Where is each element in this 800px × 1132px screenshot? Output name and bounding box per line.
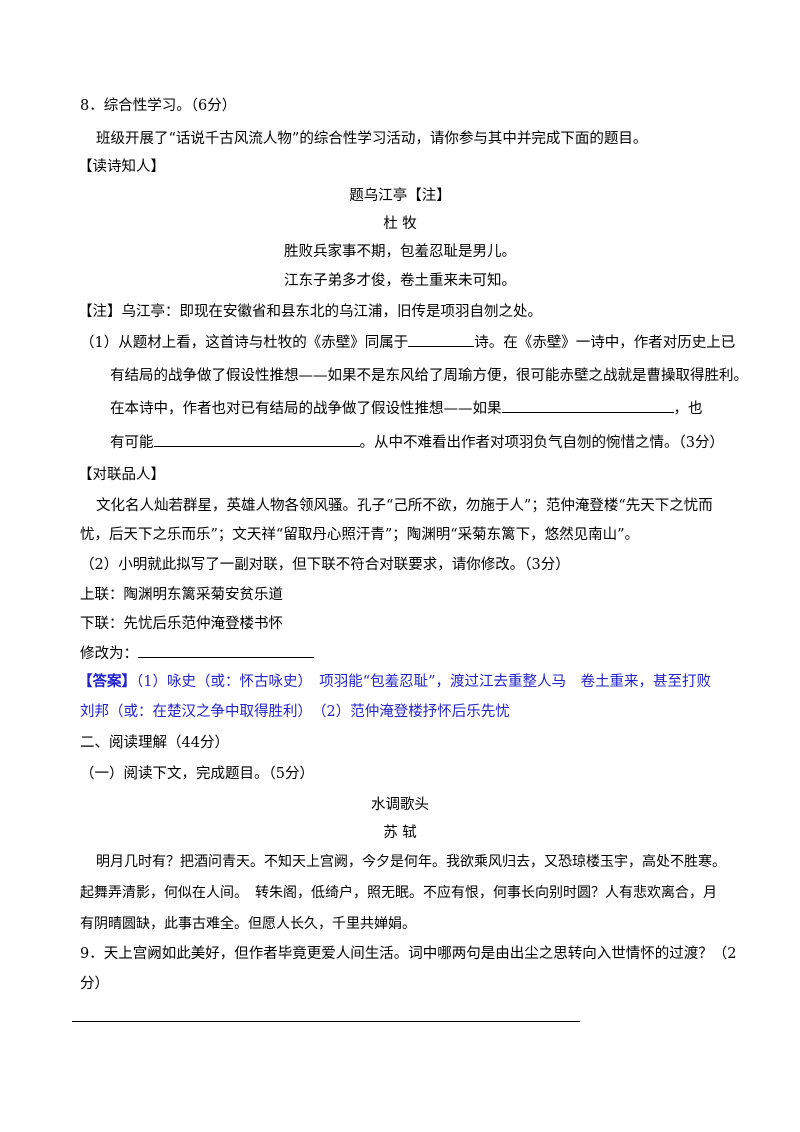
question-2: （2）小明就此拟写了一副对联，但下联不符合对联要求，请你修改。（3分） bbox=[80, 557, 570, 573]
modify-blank[interactable] bbox=[138, 643, 314, 658]
question-1-line-4: 有可能 。从中不难看出作者对项羽负气自刎的惋惜之情。（3分） bbox=[110, 432, 724, 453]
q8-title: 8．综合性学习。（6分） bbox=[80, 98, 237, 114]
part2-title: 二、阅读理解（44分） bbox=[80, 735, 229, 751]
question-9-line-1: 9．天上宫阙如此美好，但作者毕竟更爱人间生活。词中哪两句是由出尘之思转向入世情怀… bbox=[80, 946, 737, 962]
poem-title: 题乌江亭【注】 bbox=[349, 188, 451, 204]
poem-line-1: 胜败兵家事不期，包羞忍耻是男儿。 bbox=[284, 244, 516, 260]
poem-line-2: 江东子弟多才俊，卷土重来未可知。 bbox=[284, 273, 516, 289]
question-9-line-2: 分） bbox=[80, 976, 109, 992]
question-1-line-2: 有结局的战争做了假设性推想——如果不是东风给了周瑜方便，很可能赤壁之战就是曹操取… bbox=[110, 368, 748, 384]
ci-line-3: 有阴晴圆缺，此事古难全。但愿人长久，千里共婵娟。 bbox=[80, 916, 416, 932]
couplet-intro-line-1: 文化名人灿若群星，英雄人物各领风骚。孔子“己所不欲，勿施于人”；范仲淹登楼“先天… bbox=[96, 498, 713, 514]
answer-blank-2[interactable] bbox=[501, 398, 674, 413]
answer-blank-1[interactable] bbox=[408, 332, 475, 347]
poem-author: 杜 牧 bbox=[383, 216, 417, 232]
part2-sub1: （一）阅读下文，完成题目。（5分） bbox=[80, 766, 314, 782]
modify-label: 修改为： bbox=[80, 646, 138, 662]
q1-text-e: ，也 bbox=[673, 401, 703, 417]
answer-line-1: 【答案】（1）咏史（或：怀古咏史） 项羽能“包羞忍耻”，渡过江去重整人马 卷土重… bbox=[78, 672, 711, 692]
ci-author: 苏 轼 bbox=[383, 825, 417, 841]
couplet-intro-line-2: 忧，后天下之乐而乐”；文天祥“留取丹心照汗青”；陶渊明“采菊东篱下，悠然见南山”… bbox=[80, 527, 640, 543]
answer-label: 【答案】 bbox=[78, 673, 136, 690]
poem-note: 【注】乌江亭：即现在安徽省和县东北的乌江浦，旧传是项羽自刎之处。 bbox=[78, 304, 542, 320]
section-couplet: 【对联品人】 bbox=[78, 467, 165, 483]
upper-couplet: 上联：陶渊明东篱采菊安贫乐道 bbox=[80, 587, 283, 603]
question-1-line-1: （1）从题材上看，这首诗与杜牧的《赤壁》同属于 诗。在《赤壁》一诗中，作者对历史上… bbox=[80, 332, 735, 353]
answer-line-q9[interactable] bbox=[72, 1021, 580, 1022]
answer-text-1: （1）咏史（或：怀古咏史） 项羽能“包羞忍耻”，渡过江去重整人马 卷土重来，甚至… bbox=[136, 674, 712, 690]
q1-text-a: （1）从题材上看，这首诗与杜牧的《赤壁》同属于 bbox=[80, 335, 409, 351]
q1-text-g: 。从中不难看出作者对项羽负气自刎的惋惜之情。（3分） bbox=[359, 435, 724, 451]
modify-line: 修改为： bbox=[80, 643, 314, 664]
question-1-line-3: 在本诗中，作者也对已有结局的战争做了假设性推想——如果 ，也 bbox=[110, 398, 703, 419]
answer-blank-3[interactable] bbox=[153, 432, 360, 447]
ci-title: 水调歌头 bbox=[371, 797, 429, 813]
q1-text-d: 在本诗中，作者也对已有结局的战争做了假设性推想——如果 bbox=[110, 401, 502, 417]
q1-text-b: 诗。在《赤壁》一诗中，作者对历史上已 bbox=[474, 335, 736, 351]
ci-line-2: 起舞弄清影，何似在人间。 转朱阁，低绮户，照无眠。不应有恨，何事长向别时圆？人有… bbox=[80, 885, 717, 901]
q8-intro: 班级开展了“话说千古风流人物”的综合性学习活动，请你参与其中并完成下面的题目。 bbox=[96, 131, 648, 147]
ci-line-1: 明月几时有？把酒问青天。不知天上宫阙，今夕是何年。我欲乘风归去，又恐琼楼玉宇，高… bbox=[96, 854, 726, 870]
answer-line-2: 刘邦（或：在楚汉之争中取得胜利） （2）范仲淹登楼抒怀后乐先忧 bbox=[80, 704, 510, 720]
q1-text-f: 有可能 bbox=[110, 435, 154, 451]
section-read-poem: 【读诗知人】 bbox=[78, 159, 165, 175]
lower-couplet: 下联：先忧后乐范仲淹登楼书怀 bbox=[80, 616, 283, 632]
